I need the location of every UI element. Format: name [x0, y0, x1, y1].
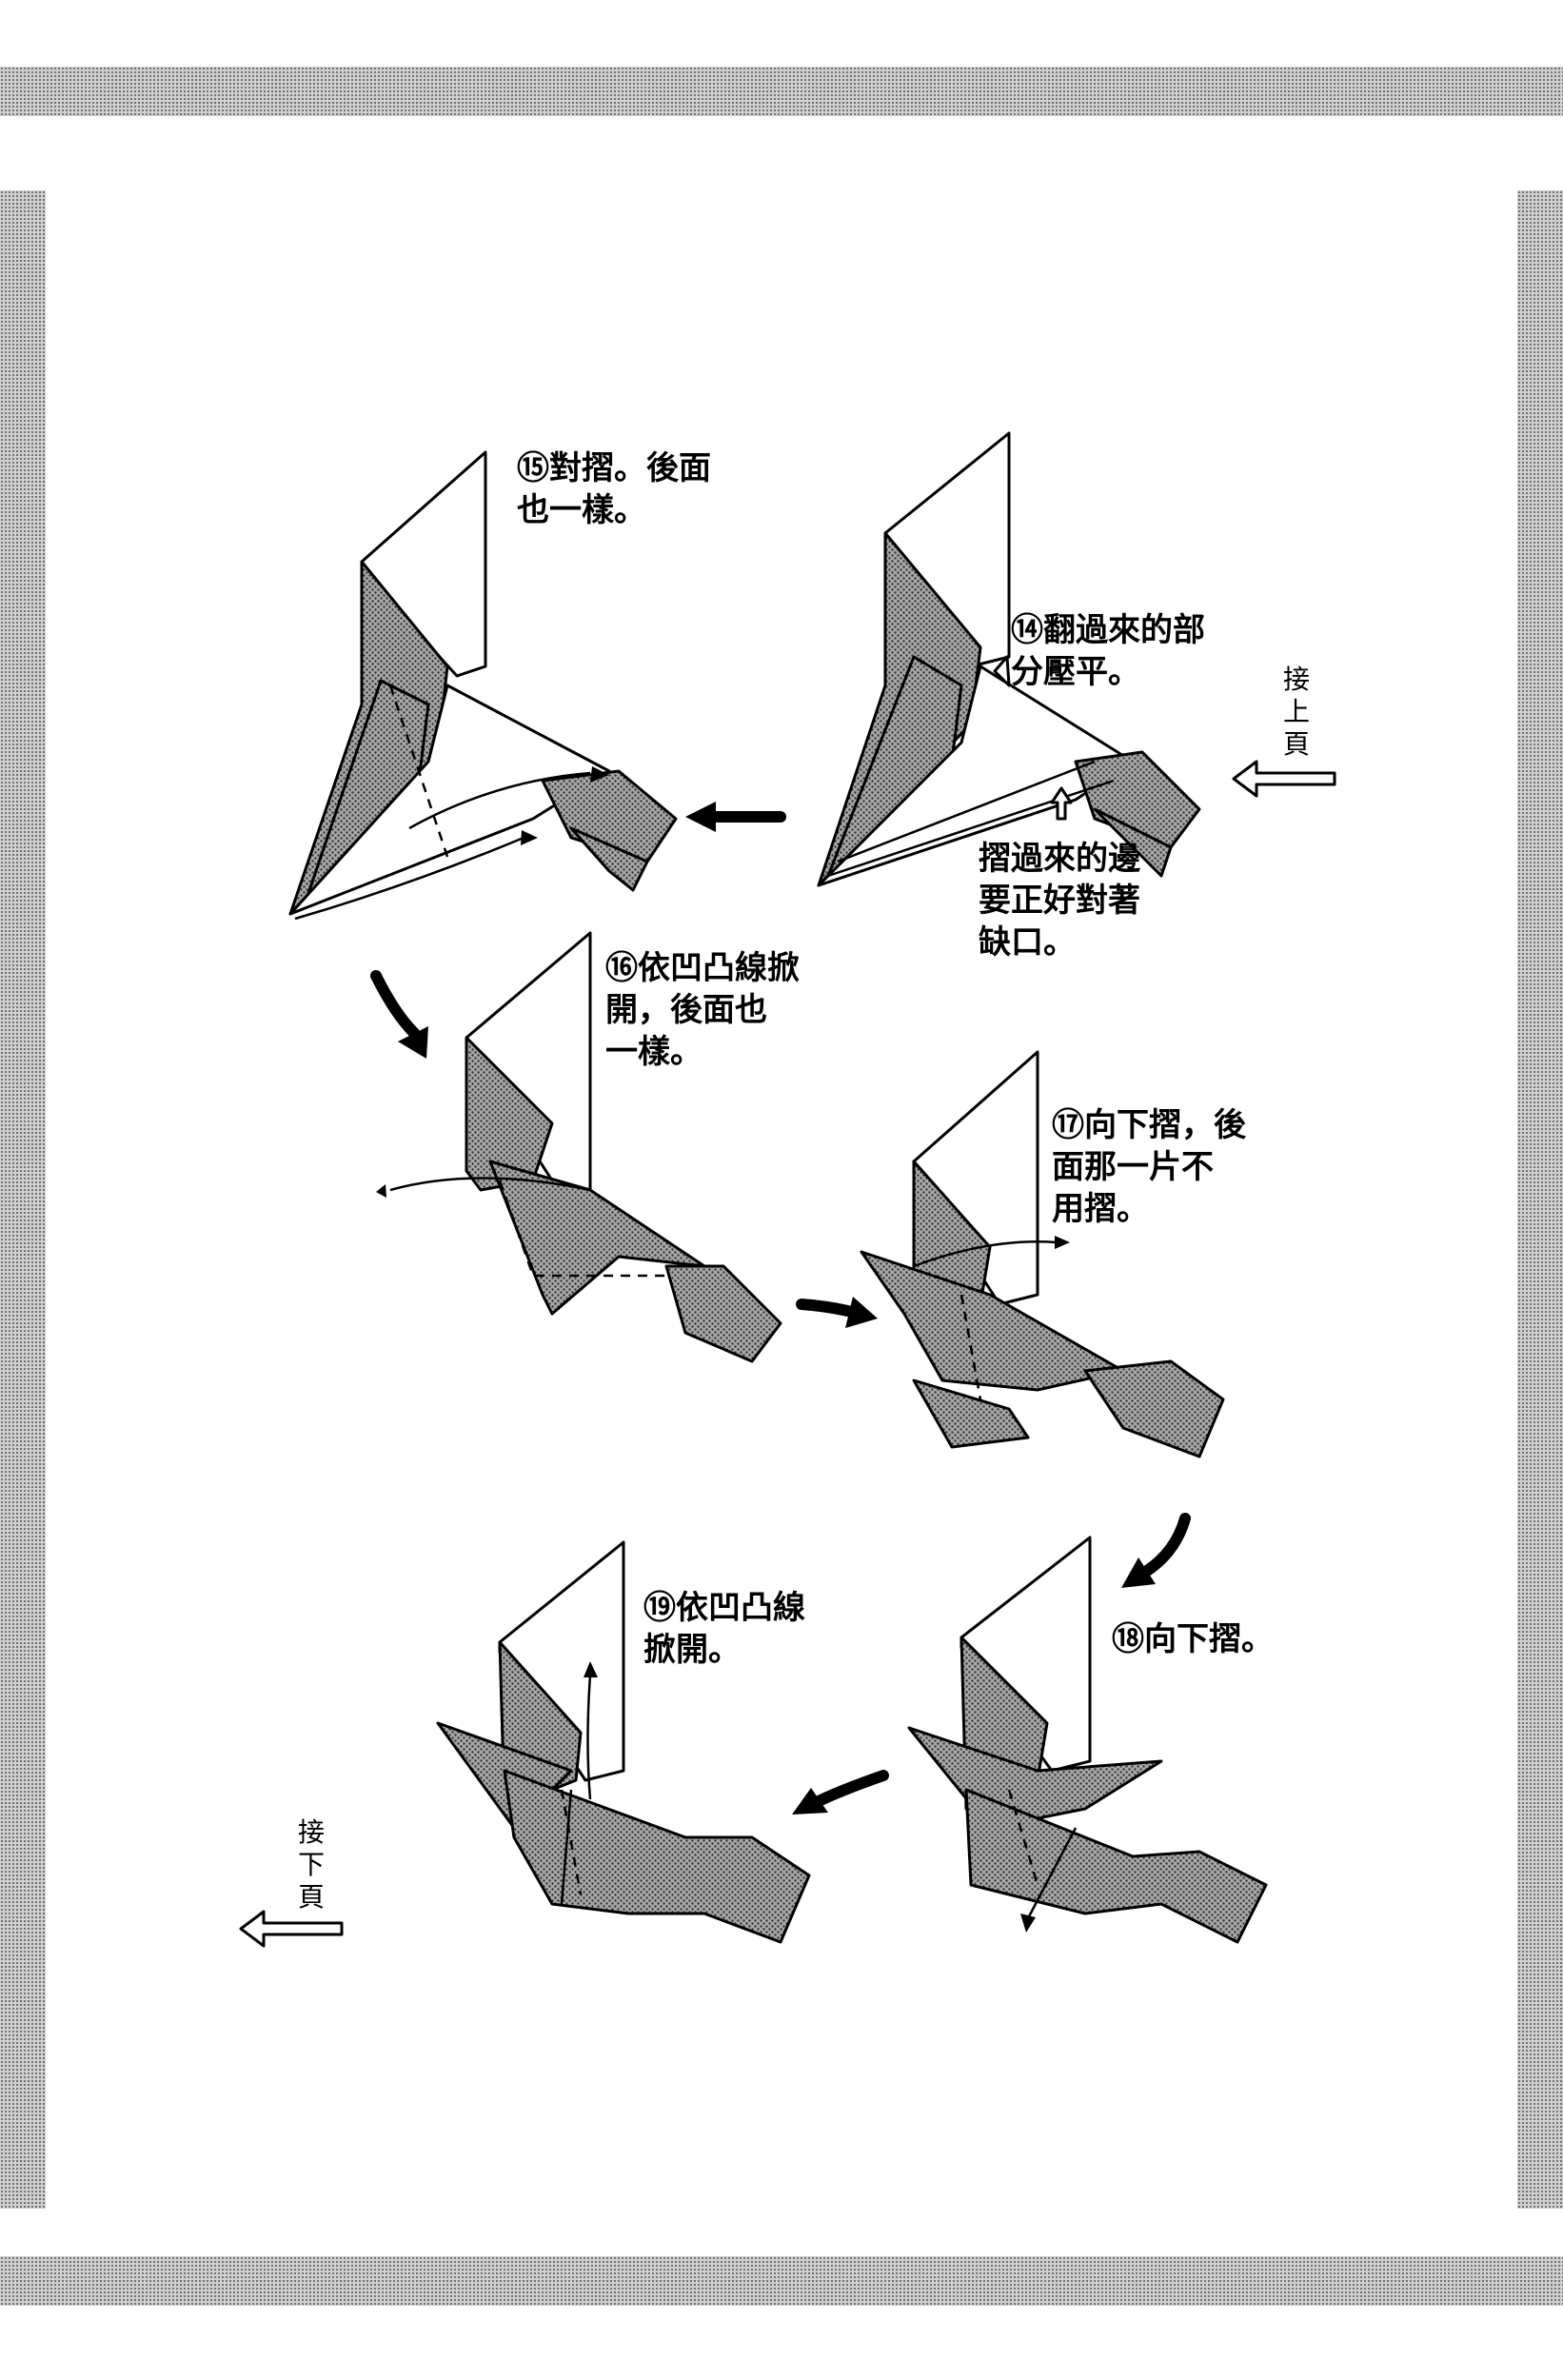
arrow-17-to-18	[1141, 1513, 1191, 1577]
step-19-label: ⑲依凹凸線 掀開。	[643, 1589, 805, 1669]
step-16-label: ⑯依凹凸線掀 開，後面也 一樣。	[605, 949, 800, 1071]
figure-step-16	[376, 931, 782, 1363]
step-15-label: ⑮對摺。後面 也一樣。	[517, 449, 711, 529]
figure-step-15	[288, 450, 678, 921]
step-18-label: ⑱向下摺。	[1112, 1620, 1274, 1658]
sequence-arrows	[370, 802, 1191, 1815]
bottom-halftone-band	[0, 2256, 1563, 2306]
step-14-note: 摺過來的邊 要正好對著 缺口。	[979, 840, 1140, 962]
continued-to-label: 接 下 頁	[297, 1816, 325, 1913]
figure-step-14	[817, 431, 1201, 887]
continued-from-arrow	[1232, 760, 1336, 798]
figure-step-17	[860, 1050, 1225, 1458]
step-14-label: ⑭翻過來的部 分壓平。	[1011, 611, 1205, 691]
arrow-18-to-19	[813, 1770, 889, 1807]
top-halftone-band	[0, 67, 1563, 116]
arrow-16-to-17	[796, 1299, 858, 1318]
figure-step-18	[907, 1536, 1268, 1944]
left-halftone-band	[0, 190, 46, 2209]
fold-hint-arrow-14	[993, 655, 1011, 687]
up-hint-arrow-14	[1050, 786, 1073, 821]
arrow-15-to-16	[370, 970, 420, 1039]
continued-from-label: 接 上 頁	[1282, 664, 1310, 760]
figure-step-19	[436, 1540, 811, 1944]
right-halftone-band	[1517, 190, 1563, 2209]
continued-to-arrow	[239, 1910, 344, 1948]
step-17-label: ⑰向下摺，後 面那一片不 用摺。	[1052, 1106, 1246, 1228]
